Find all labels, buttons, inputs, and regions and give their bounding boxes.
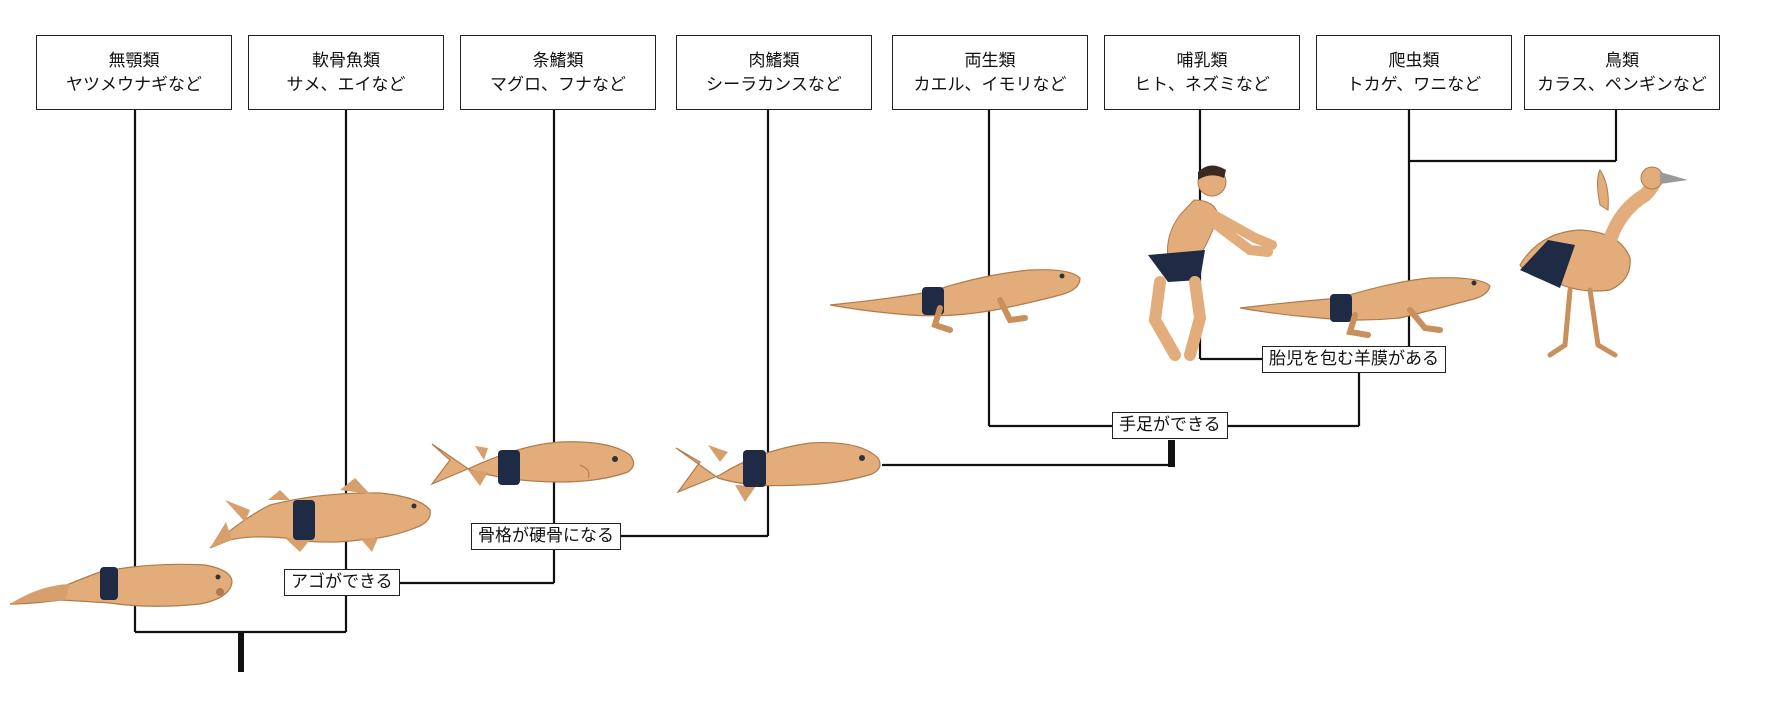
group-name: 鳥類 [1605, 50, 1639, 71]
amphibian-figure [829, 269, 1081, 333]
bird-figure [1519, 166, 1688, 358]
group-box-reptiles: 爬虫類 トカゲ、ワニなど [1316, 35, 1512, 110]
group-box-birds: 鳥類 カラス、ペンギンなど [1524, 35, 1720, 110]
group-examples: シーラカンスなど [706, 74, 842, 95]
lizard-figure [1239, 277, 1491, 338]
group-examples: トカゲ、ワニなど [1346, 74, 1482, 95]
group-examples: ヤツメウナギなど [66, 74, 202, 95]
group-name: 両生類 [964, 50, 1016, 71]
lamprey-figure [9, 563, 233, 607]
trait-label-jaw: アゴができる [284, 569, 400, 596]
group-name: 条鰭類 [532, 50, 584, 71]
group-box-cartilaginous-fish: 軟骨魚類 サメ、エイなど [248, 35, 444, 110]
group-examples: ヒト、ネズミなど [1134, 74, 1270, 95]
trait-label-limbs: 手足ができる [1112, 412, 1228, 439]
group-name: 無顎類 [108, 50, 160, 71]
group-name: 哺乳類 [1176, 50, 1228, 71]
group-name: 爬虫類 [1388, 50, 1440, 71]
shark-figure [209, 478, 431, 552]
branch-markers [238, 440, 1175, 672]
group-box-jawless: 無顎類 ヤツメウナギなど [36, 35, 232, 110]
group-box-ray-finned-fish: 条鰭類 マグロ、フナなど [460, 35, 656, 110]
human-figure [1148, 165, 1277, 361]
coelacanth-figure [675, 441, 881, 502]
tuna-figure [430, 441, 635, 486]
group-box-amphibians: 両生類 カエル、イモリなど [892, 35, 1088, 110]
group-examples: サメ、エイなど [286, 74, 406, 95]
group-box-mammals: 哺乳類 ヒト、ネズミなど [1104, 35, 1300, 110]
trait-label-amnion: 胎児を包む羊膜がある [1262, 346, 1446, 373]
group-examples: カエル、イモリなど [913, 74, 1067, 95]
trait-label-bony-skeleton: 骨格が硬骨になる [471, 523, 621, 550]
group-name: 肉鰭類 [748, 50, 800, 71]
group-box-lobe-finned-fish: 肉鰭類 シーラカンスなど [676, 35, 872, 110]
group-name: 軟骨魚類 [312, 50, 380, 71]
group-examples: マグロ、フナなど [490, 74, 626, 95]
group-examples: カラス、ペンギンなど [1537, 74, 1707, 95]
